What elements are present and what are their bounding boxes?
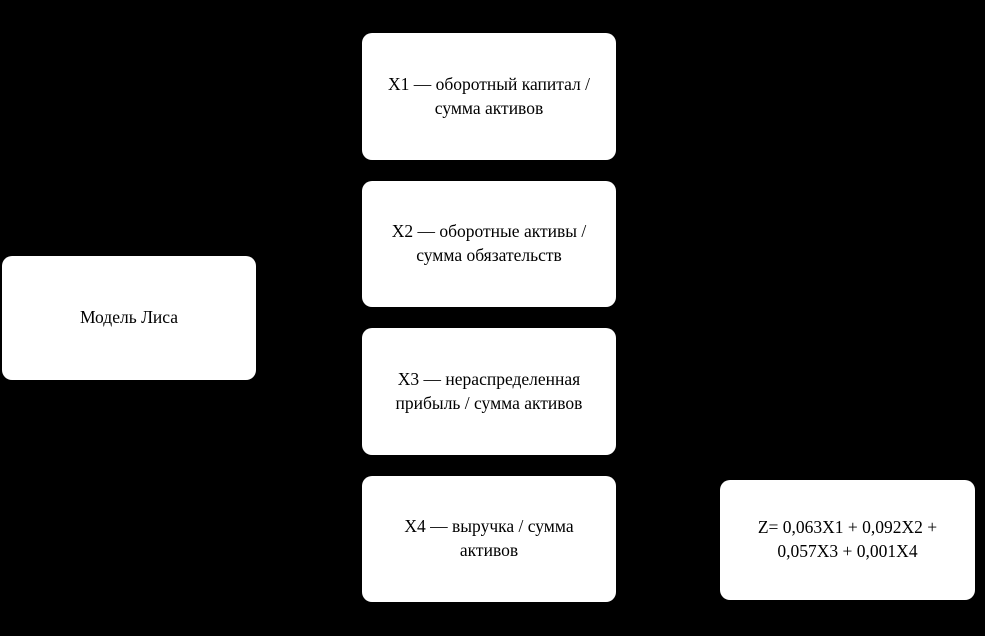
- node-x1-label: X1 — оборотный капитал / сумма активов: [387, 73, 591, 118]
- node-x2-label: X2 — оборотные активы / сумма обязательс…: [391, 221, 587, 265]
- node-x1-working-capital: X1 — оборотный капитал / сумма активов: [362, 33, 616, 160]
- node-x3-label: X3 — нераспределенная прибыль / сумма ак…: [395, 368, 583, 413]
- node-z-formula: Z= 0,063X1 + 0,092X2 + 0,057X3 + 0,001X4: [720, 480, 975, 600]
- node-x4-label: X4 — выручка / сумма активов: [404, 516, 574, 560]
- node-x3-retained-earnings: X3 — нераспределенная прибыль / сумма ак…: [362, 328, 616, 455]
- node-model-lisa: Модель Лиса: [2, 256, 256, 380]
- node-x2-current-assets: X2 — оборотные активы / сумма обязательс…: [362, 181, 616, 307]
- node-z-formula-label: Z= 0,063X1 + 0,092X2 + 0,057X3 + 0,001X4: [757, 517, 938, 561]
- node-model-lisa-label: Модель Лиса: [79, 307, 179, 328]
- node-x4-revenue: X4 — выручка / сумма активов: [362, 476, 616, 602]
